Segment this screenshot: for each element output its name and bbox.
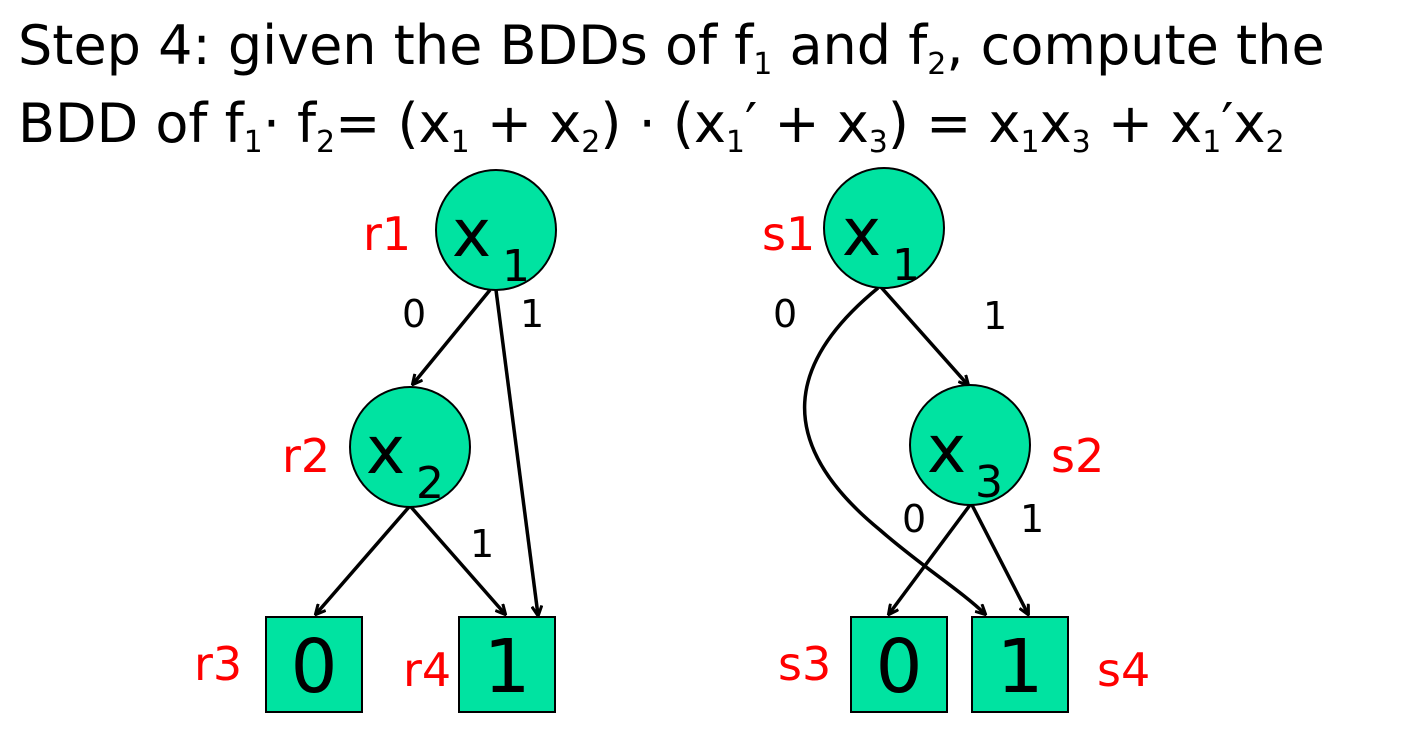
node-circle [435,169,557,291]
terminal-value: 0 [875,624,922,710]
node-tag-s3: s3 [778,637,831,691]
node-variable: x [366,412,405,489]
edge-label-s1-low: 0 [773,292,797,336]
node-subscript: 2 [416,458,444,509]
edge-label-s2-low: 0 [902,497,926,541]
node-subscript: 1 [892,240,920,291]
title-subscript: 1 [753,47,773,82]
title-subscript: 1 [450,125,470,160]
bdd-terminal-r3: 0 [265,616,363,713]
title-text: , compute the [946,14,1325,77]
title-text: ′ + x [745,92,869,155]
edge-label-r1-low: 0 [402,292,426,336]
title-subscript: 2 [581,125,601,160]
node-variable: x [927,411,966,488]
edge-label-r2-high: 1 [470,522,494,566]
bdd-node-r1: x 1 [435,169,557,292]
title-text: = (x [335,92,451,155]
title-text: x [1039,92,1072,155]
title-line-1: Step 4: given the BDDs of f1 and f2, com… [18,14,1325,80]
title-text: ) ⋅ (x [600,92,726,155]
title-subscript: 2 [1265,125,1285,160]
bdd-node-s2: x 3 [909,384,1031,508]
title-text: + x [1090,92,1203,155]
edge-s1-s4 [802,286,985,614]
terminal-value: 1 [483,624,530,710]
edge-r1-r4 [494,289,538,615]
title-text: BDD of f [18,92,244,155]
node-variable: x [842,194,881,271]
node-subscript: 3 [975,457,1003,508]
edge-s2-s3 [889,503,972,614]
title-subscript: 1 [1202,125,1222,160]
edge-r2-r3 [316,505,411,614]
title-subscript: 1 [725,125,745,160]
node-tag-r2: r2 [282,429,330,483]
bdd-terminal-s3: 0 [850,616,948,713]
node-tag-s4: s4 [1097,643,1150,697]
bdd-f2: 0 1 0 1 x 1 s1 x 3 s2 0 s3 [762,167,1150,713]
node-circle [823,167,945,289]
title-text: + x [469,92,582,155]
title-subscript: 2 [316,125,336,160]
node-variable: x [452,195,491,272]
title-subscript: 2 [927,47,947,82]
edge-r1-r2 [413,288,492,384]
edge-label-s2-high: 1 [1020,497,1044,541]
title-subscript: 3 [1071,125,1091,160]
terminal-value: 1 [996,624,1043,710]
node-tag-s2: s2 [1051,429,1104,483]
edge-r2-r4 [409,505,505,614]
bdd-f1: 0 1 1 x 1 r1 x 2 r2 0 r3 [194,169,557,713]
terminal-box [850,616,948,713]
node-tag-r4: r4 [403,643,451,697]
title-text: ′x [1221,92,1266,155]
edge-s2-s4 [970,504,1028,614]
title-text: Step 4: given the BDDs of f [18,14,754,77]
title-line-2: BDD of f1⋅ f2= (x1 + x2) ⋅ (x1′ + x3) = … [18,92,1285,158]
edge-label-s1-high: 1 [983,294,1007,338]
title-subscript: 1 [1020,125,1040,160]
bdd-terminal-r4: 1 [458,616,556,713]
title-subscript: 1 [243,125,263,160]
title-text: ) = x [887,92,1021,155]
node-subscript: 1 [502,241,530,292]
bdd-node-s1: x 1 [823,167,945,291]
terminal-box [458,616,556,713]
title-subscript: 3 [868,125,888,160]
terminal-box [971,616,1069,713]
node-tag-r3: r3 [194,637,242,691]
bdd-node-r2: x 2 [349,386,471,509]
title-text: ⋅ f [262,92,317,155]
bdd-terminal-s4: 1 [971,616,1069,713]
node-tag-r1: r1 [363,207,411,261]
title-text: and f [772,14,928,77]
node-circle [909,384,1031,506]
terminal-box [265,616,363,713]
edge-label-r1-high: 1 [520,292,544,336]
node-tag-s1: s1 [762,207,815,261]
node-circle [349,386,471,508]
edge-s1-s2 [878,284,968,385]
terminal-value: 0 [290,624,337,710]
